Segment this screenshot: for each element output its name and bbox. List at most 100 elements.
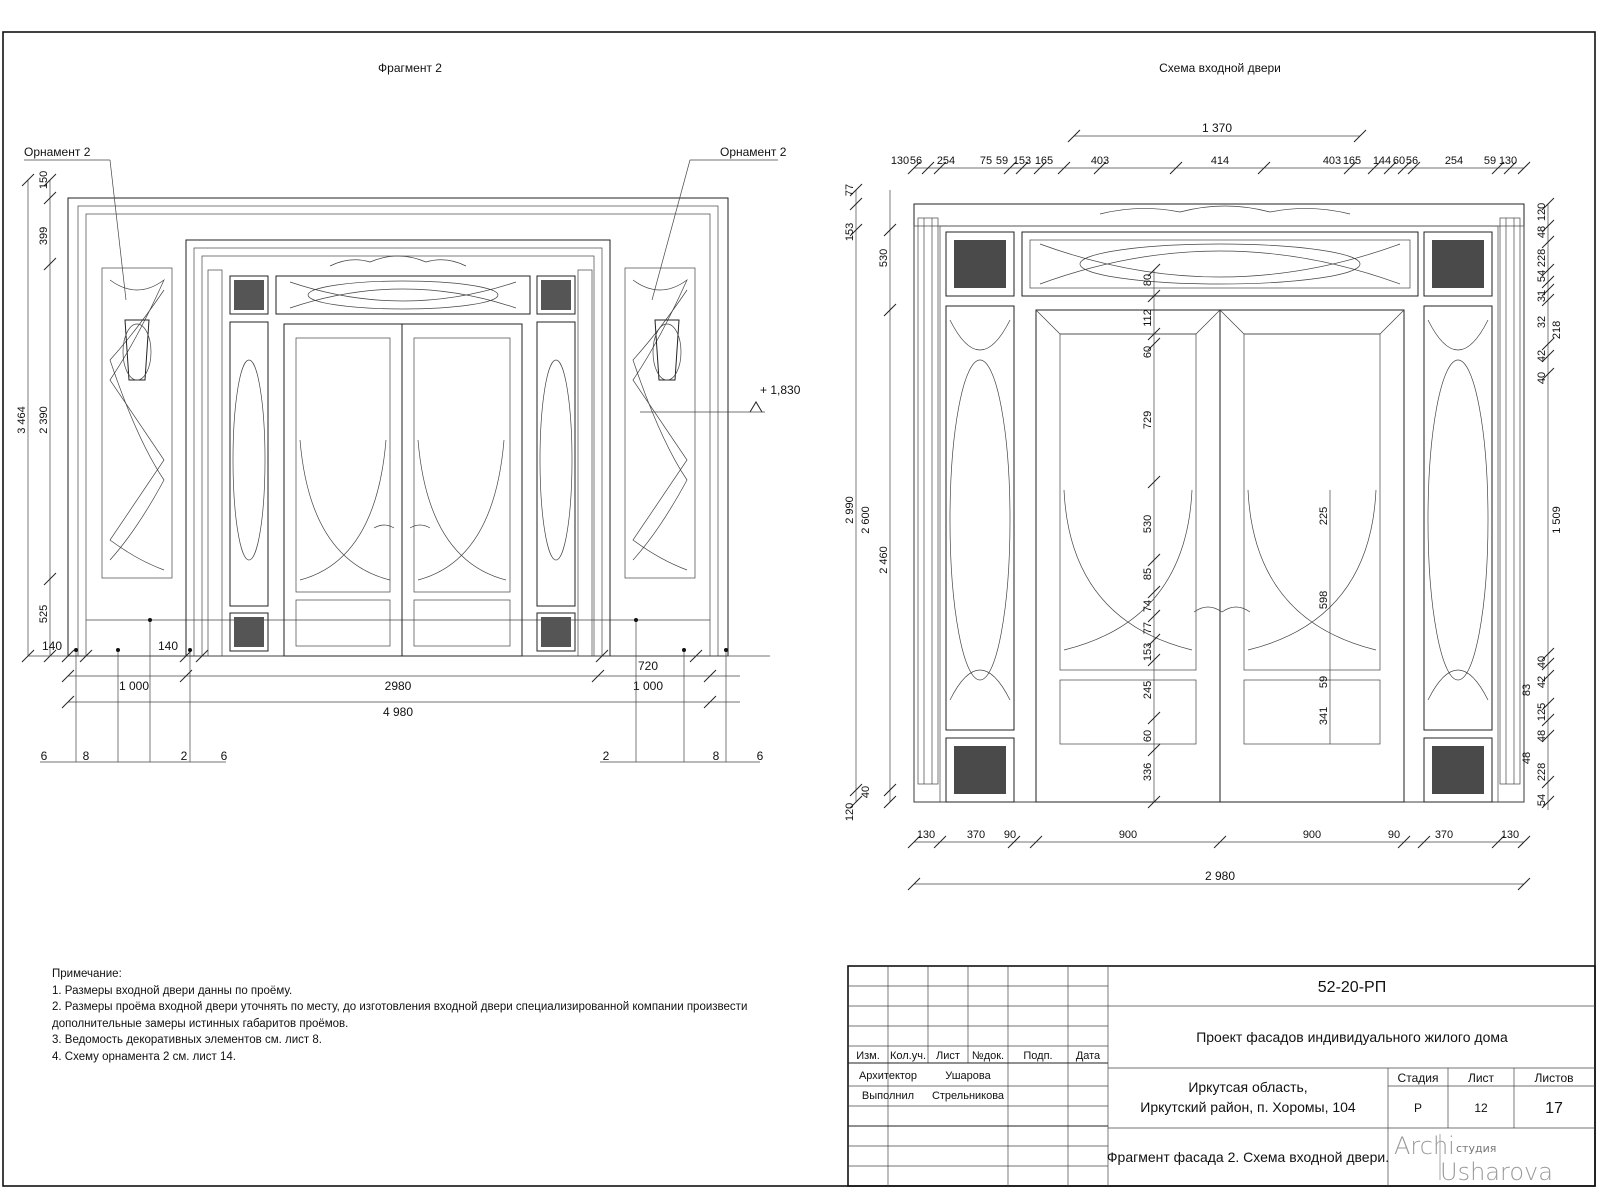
top-dim-14: 254 bbox=[1445, 155, 1463, 167]
right-tick-5 bbox=[1541, 283, 1555, 297]
callout-4: 2 bbox=[603, 749, 610, 763]
tb-sheet-title: Фрагмент фасада 2. Схема входной двери. bbox=[1107, 1149, 1389, 1165]
right-dim-3: 54 bbox=[1536, 270, 1548, 282]
right-tick-1 bbox=[1541, 219, 1555, 233]
vdim-left-4: 525 bbox=[38, 605, 50, 623]
fragment-title: Фрагмент 2 bbox=[378, 61, 442, 75]
notes-block: Примечание: 1. Размеры входной двери дан… bbox=[52, 966, 812, 1065]
bottom-tick-2 bbox=[1007, 835, 1021, 849]
tb-code: 52-20-РП bbox=[1318, 979, 1386, 996]
top-tick-8 bbox=[1169, 161, 1183, 175]
right-tick-7 bbox=[1541, 337, 1555, 351]
bottom-dim-2: 90 bbox=[1004, 829, 1016, 841]
center-dim-1: 112 bbox=[1142, 309, 1154, 327]
right-tick-3 bbox=[1541, 263, 1555, 277]
top-tick-9 bbox=[1257, 161, 1271, 175]
hdim-total: 4 980 bbox=[383, 705, 413, 719]
center-dim-0: 80 bbox=[1142, 274, 1154, 286]
left-mid-dim-3: 40 bbox=[860, 786, 872, 798]
top-tick-6 bbox=[1057, 161, 1071, 175]
right-tick-13 bbox=[1541, 697, 1555, 711]
top-dim-8: 414 bbox=[1211, 155, 1229, 167]
left-outer-dim-1: 153 bbox=[844, 223, 856, 241]
top-tick-4 bbox=[1015, 161, 1029, 175]
top-dim-9: 403 bbox=[1323, 155, 1341, 167]
top-tick-5 bbox=[1033, 161, 1047, 175]
leaf-dim-2: 59 bbox=[1318, 676, 1330, 688]
right-dim-0: 120 bbox=[1536, 203, 1548, 221]
left-outer-dim-0: 77 bbox=[844, 184, 856, 196]
center-tick-9 bbox=[1147, 653, 1161, 667]
right-tick-11 bbox=[1541, 657, 1555, 671]
tb-project: Проект фасадов индивидуального жилого до… bbox=[1196, 1029, 1508, 1045]
top-dim-7: 403 bbox=[1091, 155, 1109, 167]
top-tick-15 bbox=[1491, 161, 1505, 175]
tb-col-5: Дата bbox=[1076, 1050, 1101, 1062]
callout-0: 6 bbox=[41, 749, 48, 763]
top-tick-11 bbox=[1367, 161, 1381, 175]
tb-stage: Р bbox=[1414, 1101, 1422, 1115]
center-dim-10: 60 bbox=[1142, 730, 1154, 742]
left-mid-dim-2: 2 460 bbox=[878, 546, 890, 574]
tb-sheets-label: Листов bbox=[1535, 1071, 1574, 1085]
note-item-1: 2. Размеры проёма входной двери уточнять… bbox=[52, 1001, 748, 1013]
bottom-tick-0 bbox=[907, 835, 921, 849]
bottom-dim-7: 130 bbox=[1501, 829, 1519, 841]
note-item-2: дополнительные замеры истинных габаритов… bbox=[52, 1017, 349, 1030]
left-outer-dim-3: 120 bbox=[844, 803, 856, 821]
center-dim-7: 77 bbox=[1142, 622, 1154, 634]
vdim-left-0: 150 bbox=[38, 171, 50, 189]
ornament-label-left: Орнамент 2 bbox=[24, 145, 91, 159]
right-tick-12 bbox=[1541, 669, 1555, 683]
leaf-dim-3: 341 bbox=[1318, 707, 1330, 725]
tb-name-2: Стрельникова bbox=[932, 1090, 1005, 1102]
top-dim-13: 56 bbox=[1406, 155, 1418, 167]
bottom-dim-5: 90 bbox=[1388, 829, 1400, 841]
right-dim-4: 31 bbox=[1536, 290, 1548, 302]
bottom-tick-3 bbox=[1029, 835, 1043, 849]
studio-logo: Archi студия Usharova bbox=[1394, 1132, 1553, 1186]
logo-studio: студия bbox=[1456, 1142, 1496, 1155]
level-mark: + 1,830 bbox=[760, 383, 801, 397]
hdim-row2-1: 2980 bbox=[385, 679, 412, 693]
center-tick-5 bbox=[1147, 553, 1161, 567]
center-tick-0 bbox=[1147, 263, 1161, 277]
left-mid-dim-1: 2 600 bbox=[860, 506, 872, 534]
bottom-total-dim: 2 980 bbox=[1205, 869, 1235, 883]
right-dim-13: 125 bbox=[1536, 703, 1548, 721]
right-dim-14: 48 bbox=[1536, 730, 1548, 742]
bottom-tick-8 bbox=[1517, 835, 1531, 849]
tb-col-4: Подп. bbox=[1023, 1050, 1052, 1062]
top-dim-6: 165 bbox=[1035, 155, 1053, 167]
bottom-dim-3: 900 bbox=[1119, 829, 1137, 841]
top-tick-14 bbox=[1407, 161, 1421, 175]
top-tick-16 bbox=[1503, 161, 1517, 175]
vdim-left-1: 399 bbox=[38, 227, 50, 245]
top-tick-10 bbox=[1343, 161, 1357, 175]
door-scheme-title: Схема входной двери bbox=[1159, 61, 1281, 75]
door-scheme-view: Схема входной двери bbox=[844, 61, 1563, 891]
center-dim-9: 245 bbox=[1142, 681, 1154, 699]
bottom-dim-1: 370 bbox=[967, 829, 985, 841]
top-dim-15: 59 bbox=[1484, 155, 1496, 167]
callout-5: 8 bbox=[713, 749, 720, 763]
callout-1: 8 bbox=[83, 749, 90, 763]
tb-address-2: Иркутский район, п. Хоромы, 104 bbox=[1140, 1099, 1356, 1115]
center-dim-4: 530 bbox=[1142, 515, 1154, 533]
hdim-row1-2: 720 bbox=[638, 659, 658, 673]
top-total-dim: 1 370 bbox=[1202, 121, 1232, 135]
top-tick-2 bbox=[933, 161, 947, 175]
bottom-dim-4: 900 bbox=[1303, 829, 1321, 841]
right-tick-9 bbox=[1541, 367, 1555, 381]
center-tick-12 bbox=[1147, 795, 1161, 809]
vdim-left-2: 3 464 bbox=[16, 406, 28, 434]
note-item-3: 3. Ведомость декоративных элементов см. … bbox=[52, 1034, 322, 1046]
right-dim-12: 83 bbox=[1521, 684, 1533, 696]
tb-role-1: Архитектор bbox=[859, 1070, 917, 1082]
right-dim-5: 32 bbox=[1536, 316, 1548, 328]
top-tick-7 bbox=[1093, 161, 1107, 175]
center-tick-6 bbox=[1147, 585, 1161, 599]
right-tick-4 bbox=[1541, 275, 1555, 289]
left-mid-dim-0: 530 bbox=[878, 249, 890, 267]
top-dim-12: 60 bbox=[1393, 155, 1405, 167]
